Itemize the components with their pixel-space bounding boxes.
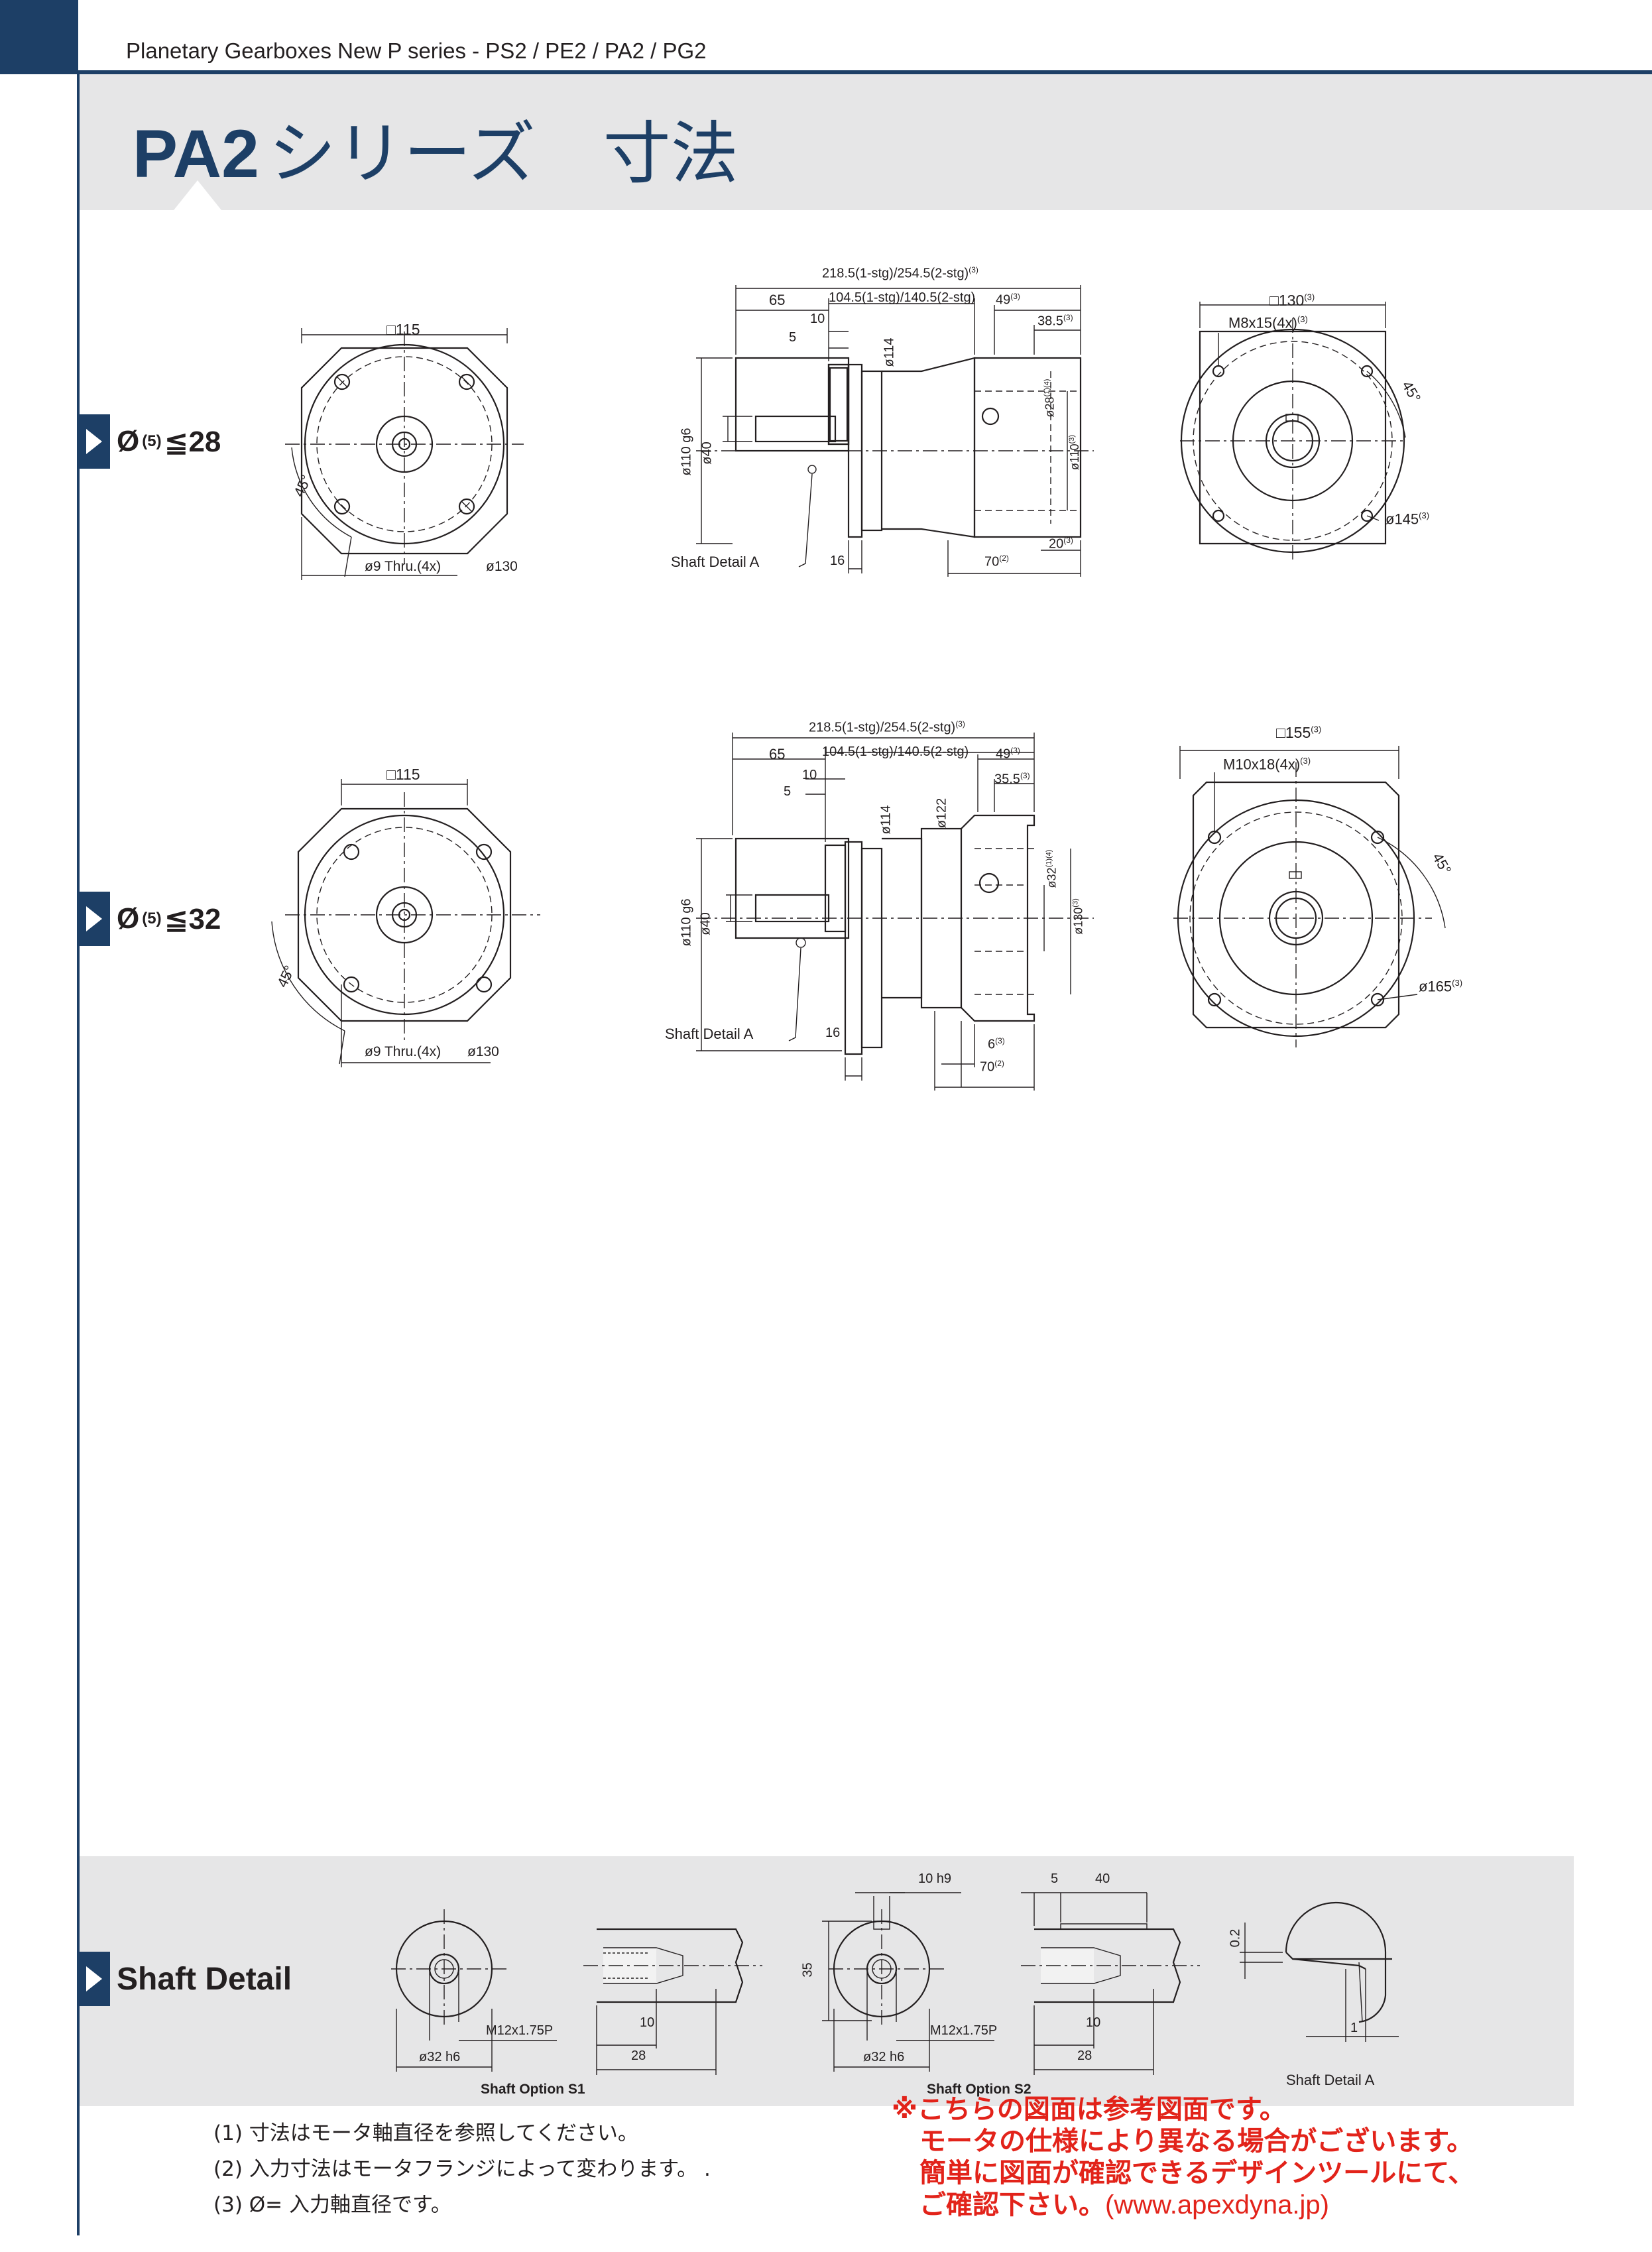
side-32-d355: 35.5(3) [994, 771, 1030, 787]
arrow-icon [80, 892, 110, 946]
side-32-d70: 70(2) [980, 1059, 1004, 1075]
side-28-shaft-len: 65 [769, 292, 786, 308]
note-3: (3) Ø= 入力軸直径です。 [213, 2193, 451, 2217]
side-28-d49: 49(3) [996, 292, 1020, 308]
front-view-28 [285, 328, 524, 580]
s2-d40: 40 [1095, 1871, 1110, 1886]
title-model: PA2 [133, 116, 259, 192]
side-28-shaft-detail: Shaft Detail A [671, 554, 760, 570]
side-28-dia110r: ø110(3) [1068, 434, 1082, 471]
rear-28-pcd: ø145(3) [1386, 510, 1430, 528]
side-32-d16: 16 [825, 1026, 841, 1040]
side-view-28 [696, 285, 1094, 577]
shaft-option-s2 [822, 1892, 1200, 2075]
side-32-dia32: ø32(1)(4) [1045, 849, 1059, 888]
side-32-d5: 5 [784, 784, 792, 799]
side-32-dia40: ø40 [698, 912, 713, 935]
running-header: Planetary Gearboxes New P series - PS2 /… [126, 38, 707, 63]
s1-d10: 10 [640, 2015, 655, 2030]
s2-dia: ø32 h6 [863, 2050, 905, 2064]
side-28-d20: 20(3) [1049, 536, 1073, 552]
s1-dia: ø32 h6 [419, 2050, 461, 2064]
side-28-total: 218.5(1-stg)/254.5(2-stg)(3) [822, 265, 978, 281]
s1-d28: 28 [631, 2048, 646, 2063]
row-label-28: Ø(5)≦28 [80, 414, 221, 469]
shaft-detail-label: Shaft Detail [80, 1952, 292, 2006]
front-32-holes: ø9 Thru.(4x) [365, 1044, 442, 1059]
side-28-d16: 16 [830, 554, 845, 568]
corner-block [0, 0, 78, 74]
front-view-32 [271, 779, 540, 1067]
side-28-dia40: ø40 [699, 442, 715, 465]
title-rest: シリーズ 寸法 [268, 115, 738, 194]
side-32-d6: 6(3) [988, 1036, 1005, 1052]
a-caption: Shaft Detail A [1286, 2072, 1375, 2088]
a-d1: 1 [1350, 2021, 1358, 2035]
s2-caption: Shaft Option S2 [927, 2082, 1032, 2097]
front-28-square: □115 [386, 321, 420, 338]
s1-caption: Shaft Option S1 [481, 2082, 585, 2097]
side-32-dia122: ø122 [934, 798, 949, 829]
s1-thread: M12x1.75P [486, 2023, 554, 2038]
s2-d28: 28 [1077, 2048, 1092, 2063]
side-28-dia110: ø110 g6 [679, 428, 694, 476]
side-28-d70: 70(2) [984, 554, 1009, 569]
side-32-shaft-detail: Shaft Detail A [665, 1026, 754, 1042]
s2-key: 10 h9 [918, 1871, 952, 1886]
side-32-total: 218.5(1-stg)/254.5(2-stg)(3) [809, 719, 965, 735]
note-1: (1) 寸法はモータ軸直径を参照してください。 [213, 2121, 638, 2145]
row-label-32: Ø(5)≦32 [80, 892, 221, 946]
rear-28-square: □130(3) [1269, 292, 1315, 309]
a-d02: 0.2 [1228, 1928, 1243, 1948]
s2-d5: 5 [1051, 1871, 1059, 1886]
shaft-option-s1 [391, 1909, 762, 2075]
title-band [80, 74, 1652, 210]
title-notch [174, 180, 221, 210]
rear-view-28 [1180, 302, 1406, 563]
front-28-pcd: ø130 [486, 559, 518, 574]
side-28-d385: 38.5(3) [1037, 313, 1073, 329]
apexdyna-link[interactable]: (www.apexdyna.jp) [1105, 2190, 1329, 2220]
side-32-body: 104.5(1-stg)/140.5(2-stg) [822, 744, 969, 759]
side-28-d5: 5 [789, 330, 797, 345]
front-28-holes: ø9 Thru.(4x) [365, 559, 442, 574]
header-rule [78, 70, 1652, 74]
s2-thread: M12x1.75P [930, 2023, 998, 2038]
shaft-detail-band [80, 1856, 1574, 2106]
side-32-dia130r: ø130(3) [1071, 898, 1085, 935]
side-28-d10: 10 [810, 312, 825, 326]
side-32-d10: 10 [802, 768, 817, 782]
arrow-icon [80, 414, 110, 469]
reference-warning: ※こちらの図面は参考図面です。 モータの仕様により異なる場合がございます。 簡単… [892, 2094, 1475, 2220]
s2-d35: 35 [800, 1962, 815, 1978]
rear-28-thread: M8x15(4x)(3) [1228, 314, 1308, 331]
front-32-pcd: ø130 [467, 1044, 499, 1059]
arrow-icon [80, 1952, 110, 2006]
side-28-dia114: ø114 [882, 337, 897, 367]
s2-d10: 10 [1086, 2015, 1101, 2030]
rear-32-thread: M10x18(4x)(3) [1223, 756, 1311, 773]
side-view-32 [696, 733, 1094, 1091]
rear-view-32 [1173, 746, 1446, 1047]
rear-32-square: □155(3) [1276, 724, 1322, 741]
left-margin-rule [77, 74, 80, 2235]
front-32-square: □115 [386, 766, 420, 783]
side-32-d49: 49(3) [996, 746, 1020, 762]
rear-32-pcd: ø165(3) [1419, 978, 1463, 995]
shaft-detail-a [1240, 1901, 1399, 2042]
side-32-dia110: ø110 g6 [679, 898, 694, 947]
side-32-shaft-len: 65 [769, 746, 786, 762]
side-28-dia28: ø28(1)(4) [1043, 379, 1057, 418]
note-2: (2) 入力寸法はモータフランジによって変わります。 . [213, 2157, 711, 2181]
side-32-dia114: ø114 [878, 805, 894, 835]
side-28-body: 104.5(1-stg)/140.5(2-stg) [829, 290, 976, 305]
